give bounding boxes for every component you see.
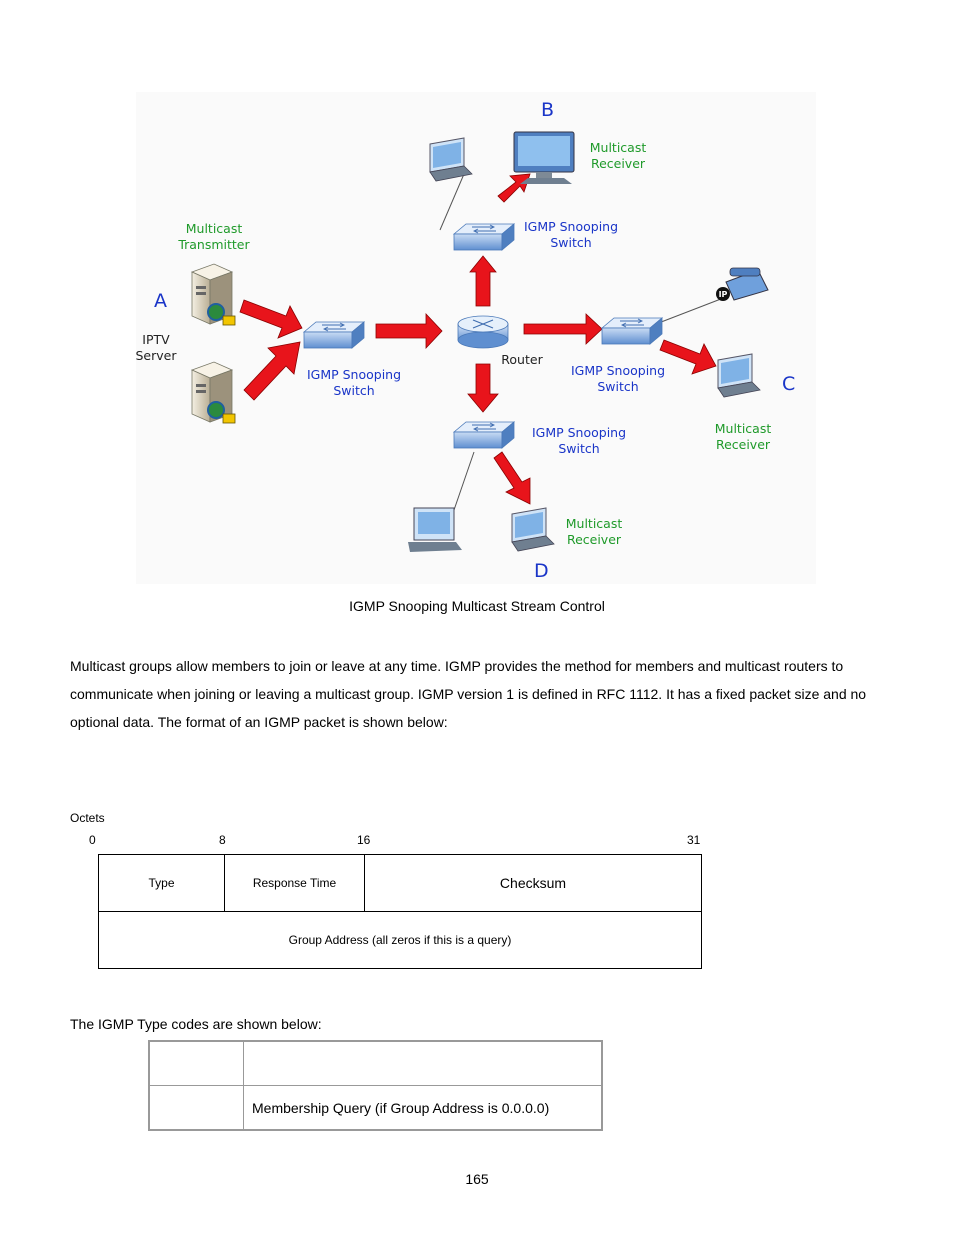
receiver-c-label-2: Receiver — [716, 437, 771, 452]
switch-right-label-2: Switch — [597, 379, 638, 394]
label-d: D — [534, 560, 549, 582]
type-field: Type — [98, 854, 225, 912]
response-time-field: Response Time — [224, 854, 365, 912]
iptv-server-icon-2 — [191, 361, 236, 424]
bit-8: 8 — [219, 833, 226, 847]
switch-right-label-1: IGMP Snooping — [571, 363, 665, 378]
group-address-field: Group Address (all zeros if this is a qu… — [98, 911, 702, 969]
label-a: A — [154, 290, 167, 312]
type-desc-cell — [243, 1040, 603, 1086]
bit-16: 16 — [357, 833, 371, 847]
server-label-2: Server — [136, 348, 177, 363]
transmitter-label-2: Transmitter — [177, 237, 250, 252]
page-number: 165 — [465, 1171, 489, 1187]
receiver-b-label-1: Multicast — [590, 140, 647, 155]
receiver-d-label-1: Multicast — [566, 516, 623, 531]
body-paragraph: Multicast groups allow members to join o… — [70, 658, 867, 730]
igmp-snooping-diagram: IP A B C D Multicast Transmitter Multica… — [136, 92, 816, 584]
igmp-packet-format: Type Response Time Checksum Group Addres… — [98, 854, 702, 969]
server-label-1: IPTV — [142, 332, 170, 347]
checksum-field: Checksum — [364, 854, 702, 912]
switch-bottom-label-1: IGMP Snooping — [532, 425, 626, 440]
desktop-pc-icon — [408, 507, 462, 552]
desktop-monitor-icon — [513, 131, 575, 184]
switch-main-icon — [303, 321, 365, 349]
switch-right-icon — [601, 317, 663, 345]
type-code-cell — [148, 1085, 244, 1131]
ip-phone-icon: IP — [716, 267, 769, 301]
switch-top-label-2: Switch — [550, 235, 591, 250]
figure-caption: IGMP Snooping Multicast Stream Control — [349, 598, 605, 614]
router-label: Router — [501, 352, 543, 367]
switch-main-label-2: Switch — [333, 383, 374, 398]
bit-0: 0 — [89, 833, 96, 847]
router-icon — [457, 315, 509, 349]
switch-bottom-icon — [453, 421, 515, 449]
receiver-b-label-2: Receiver — [591, 156, 646, 171]
bit-31: 31 — [687, 833, 701, 847]
switch-bottom-label-2: Switch — [558, 441, 599, 456]
ip-badge: IP — [719, 290, 728, 299]
label-b: B — [541, 99, 554, 121]
switch-top-label-1: IGMP Snooping — [524, 219, 618, 234]
type-code-cell — [148, 1040, 244, 1086]
iptv-server-icon — [191, 263, 236, 326]
transmitter-label-1: Multicast — [186, 221, 243, 236]
switch-top-icon — [453, 223, 515, 251]
type-codes-intro: The IGMP Type codes are shown below: — [70, 1016, 322, 1032]
receiver-c-label-1: Multicast — [715, 421, 772, 436]
label-c: C — [782, 373, 795, 395]
switch-main-label-1: IGMP Snooping — [307, 367, 401, 382]
receiver-d-label-2: Receiver — [567, 532, 622, 547]
type-desc-cell: Membership Query (if Group Address is 0.… — [243, 1085, 603, 1131]
octets-label: Octets — [70, 811, 105, 825]
type-codes-table: Membership Query (if Group Address is 0.… — [148, 1040, 603, 1131]
